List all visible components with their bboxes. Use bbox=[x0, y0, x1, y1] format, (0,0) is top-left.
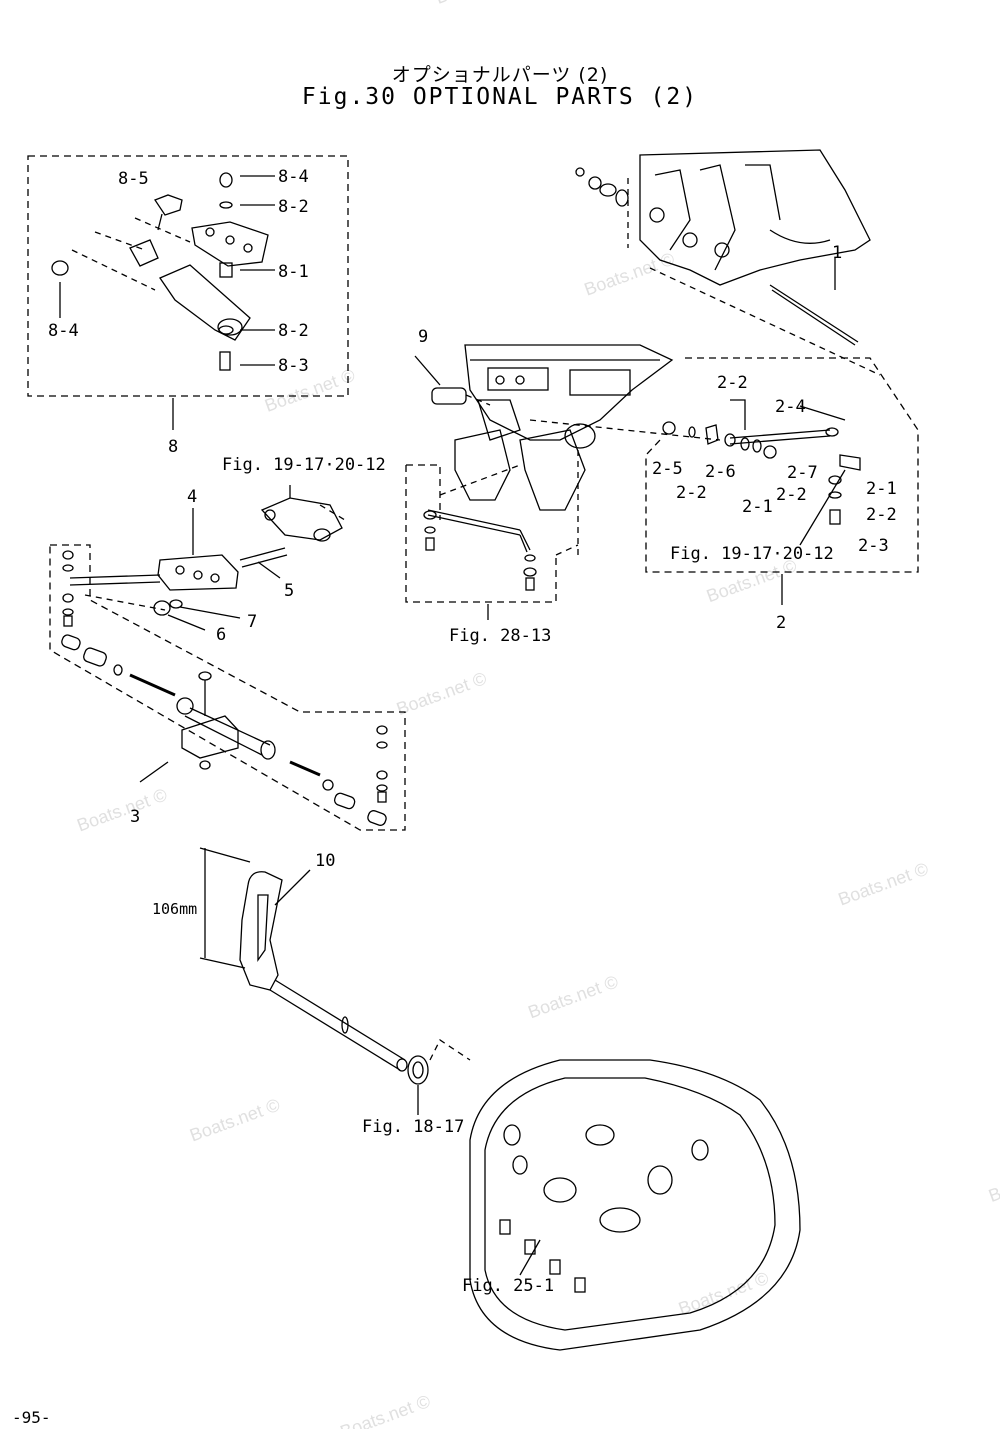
watermark: Boats.net © bbox=[74, 784, 169, 835]
ref-fig-19-17-right: Fig. 19-17·20-12 bbox=[670, 544, 834, 564]
part-3-drawing bbox=[61, 550, 388, 826]
label-part-2-1: 2-1 bbox=[866, 479, 897, 499]
label-part-2-2: 2-2 bbox=[676, 483, 707, 503]
watermark: Boats.net © bbox=[676, 1268, 771, 1319]
part-8-drawing bbox=[51, 172, 275, 430]
label-dimension-106mm: 106mm bbox=[152, 900, 197, 918]
label-part-2-1: 2-1 bbox=[742, 497, 773, 517]
watermark: Boats.net © bbox=[525, 971, 620, 1022]
label-part-2-2: 2-2 bbox=[866, 505, 897, 525]
watermark: Boats.net © bbox=[986, 1155, 1000, 1206]
label-part-1: 1 bbox=[832, 243, 842, 263]
label-part-8-4: 8-4 bbox=[278, 167, 309, 187]
label-part-3: 3 bbox=[130, 807, 140, 827]
part-4-to-7-drawing bbox=[69, 485, 346, 631]
part-8-group-box bbox=[27, 155, 349, 397]
fig-28-13-drawing bbox=[405, 450, 579, 620]
label-part-8-4: 8-4 bbox=[48, 321, 79, 341]
label-part-8-2: 8-2 bbox=[278, 197, 309, 217]
label-part-2-3: 2-3 bbox=[858, 536, 889, 556]
ref-fig-18-17: Fig. 18-17 bbox=[362, 1117, 464, 1137]
label-part-5: 5 bbox=[284, 581, 294, 601]
label-part-8: 8 bbox=[168, 437, 178, 457]
label-part-2: 2 bbox=[776, 613, 786, 633]
label-part-2-5: 2-5 bbox=[652, 459, 683, 479]
label-part-6: 6 bbox=[216, 625, 226, 645]
part-10-tiller-drawing bbox=[199, 847, 471, 1115]
watermark: Boats.net © bbox=[187, 1094, 282, 1145]
title-english: Fig.30 OPTIONAL PARTS (2) bbox=[301, 84, 699, 110]
part-3-group-box bbox=[49, 544, 406, 831]
watermark: Boats.net © bbox=[338, 1391, 433, 1429]
part-2-drawing bbox=[662, 399, 861, 605]
label-part-8-3: 8-3 bbox=[278, 356, 309, 376]
label-part-9: 9 bbox=[418, 327, 428, 347]
title-japanese: オプショナルパーツ (2) bbox=[391, 64, 609, 86]
watermark: Boats.net © bbox=[394, 668, 489, 719]
page-number: -95- bbox=[12, 1408, 51, 1427]
center-bracket-drawing bbox=[414, 344, 721, 511]
watermark: Boats.net © bbox=[835, 859, 930, 910]
callout-labels: 1 2 2-2 2-4 2-5 2-2 2-6 2-1 2-2 2-7 2-1 … bbox=[48, 167, 897, 1296]
ref-fig-19-17-top: Fig. 19-17·20-12 bbox=[222, 455, 386, 475]
label-part-2-4: 2-4 bbox=[775, 397, 806, 417]
part-2-group-box bbox=[645, 357, 919, 573]
ref-fig-28-13: Fig. 28-13 bbox=[449, 626, 551, 646]
label-part-8-1: 8-1 bbox=[278, 262, 309, 282]
part-1-bracket-drawing bbox=[575, 149, 881, 376]
label-part-2-6: 2-6 bbox=[705, 462, 736, 482]
label-part-2-2: 2-2 bbox=[776, 485, 807, 505]
label-part-2-2: 2-2 bbox=[717, 373, 748, 393]
label-part-10: 10 bbox=[315, 851, 335, 871]
fig-25-1-cowling-drawing bbox=[469, 1059, 801, 1351]
watermark: Boats.net © bbox=[433, 0, 528, 8]
label-part-2-7: 2-7 bbox=[787, 463, 818, 483]
label-part-7: 7 bbox=[247, 612, 257, 632]
ref-fig-25-1: Fig. 25-1 bbox=[462, 1276, 554, 1296]
watermark: Boats.net © bbox=[262, 365, 357, 416]
label-part-8-2: 8-2 bbox=[278, 321, 309, 341]
label-part-8-5: 8-5 bbox=[118, 169, 149, 189]
label-part-4: 4 bbox=[187, 487, 197, 507]
